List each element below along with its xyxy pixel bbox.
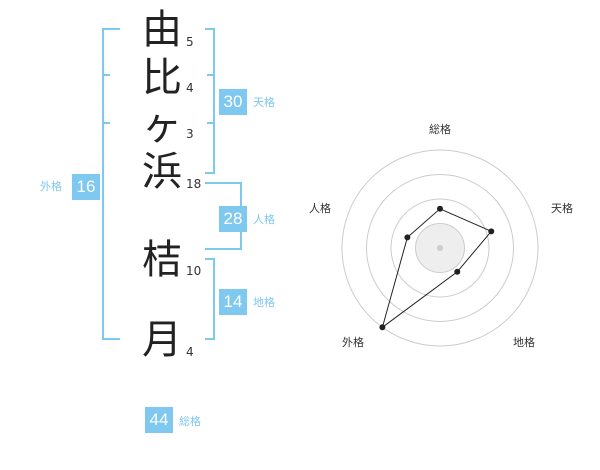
radar-point-2 [454,268,461,275]
name-char-1: 由 [142,7,182,53]
radar-point-1 [488,228,495,235]
stroke-count-1: 5 [186,35,194,49]
name-char-4: 浜 [142,149,182,195]
stroke-count-6: 4 [186,345,194,359]
stroke-count-2: 4 [186,81,194,95]
tenkaku-value: 30 [219,89,247,115]
gaikaku-value: 16 [72,174,100,200]
radar-axis-soukaku: 総格 [429,122,451,136]
radar-center-dot [437,245,443,251]
name-char-3: ヶ [142,103,182,149]
stroke-count-3: 3 [186,127,194,141]
kakusu-radar-chart: 総格 天格 地格 外格 人格 [309,122,573,349]
name-char-2: 比 [142,55,182,101]
jinkaku-label: 人格 [253,213,275,226]
radar-point-3 [379,324,386,331]
gaikaku-label: 外格 [40,180,62,193]
radar-point-4 [404,234,411,241]
jinkaku-value: 28 [219,206,247,232]
chikaku-value: 14 [219,289,247,315]
radar-axis-jinkaku: 人格 [309,201,331,215]
radar-ring-2 [390,198,490,298]
radar-ring-3 [366,174,514,322]
radar-area [381,208,493,329]
soukaku-value: 44 [145,407,173,433]
name-char-6: 月 [142,317,182,363]
radar-axis-chikaku: 地格 [513,335,535,349]
name-char-5: 桔 [142,237,182,283]
radar-axis-gaikaku: 外格 [342,335,364,349]
radar-axis-tenkaku: 天格 [551,201,573,215]
stroke-count-4: 18 [186,177,202,191]
tenkaku-label: 天格 [253,96,275,109]
stroke-count-5: 10 [186,264,202,278]
radar-point-0 [437,205,443,212]
radar-ring-4 [341,149,539,347]
soukaku-label: 総格 [179,415,201,428]
chikaku-label: 地格 [253,296,275,309]
